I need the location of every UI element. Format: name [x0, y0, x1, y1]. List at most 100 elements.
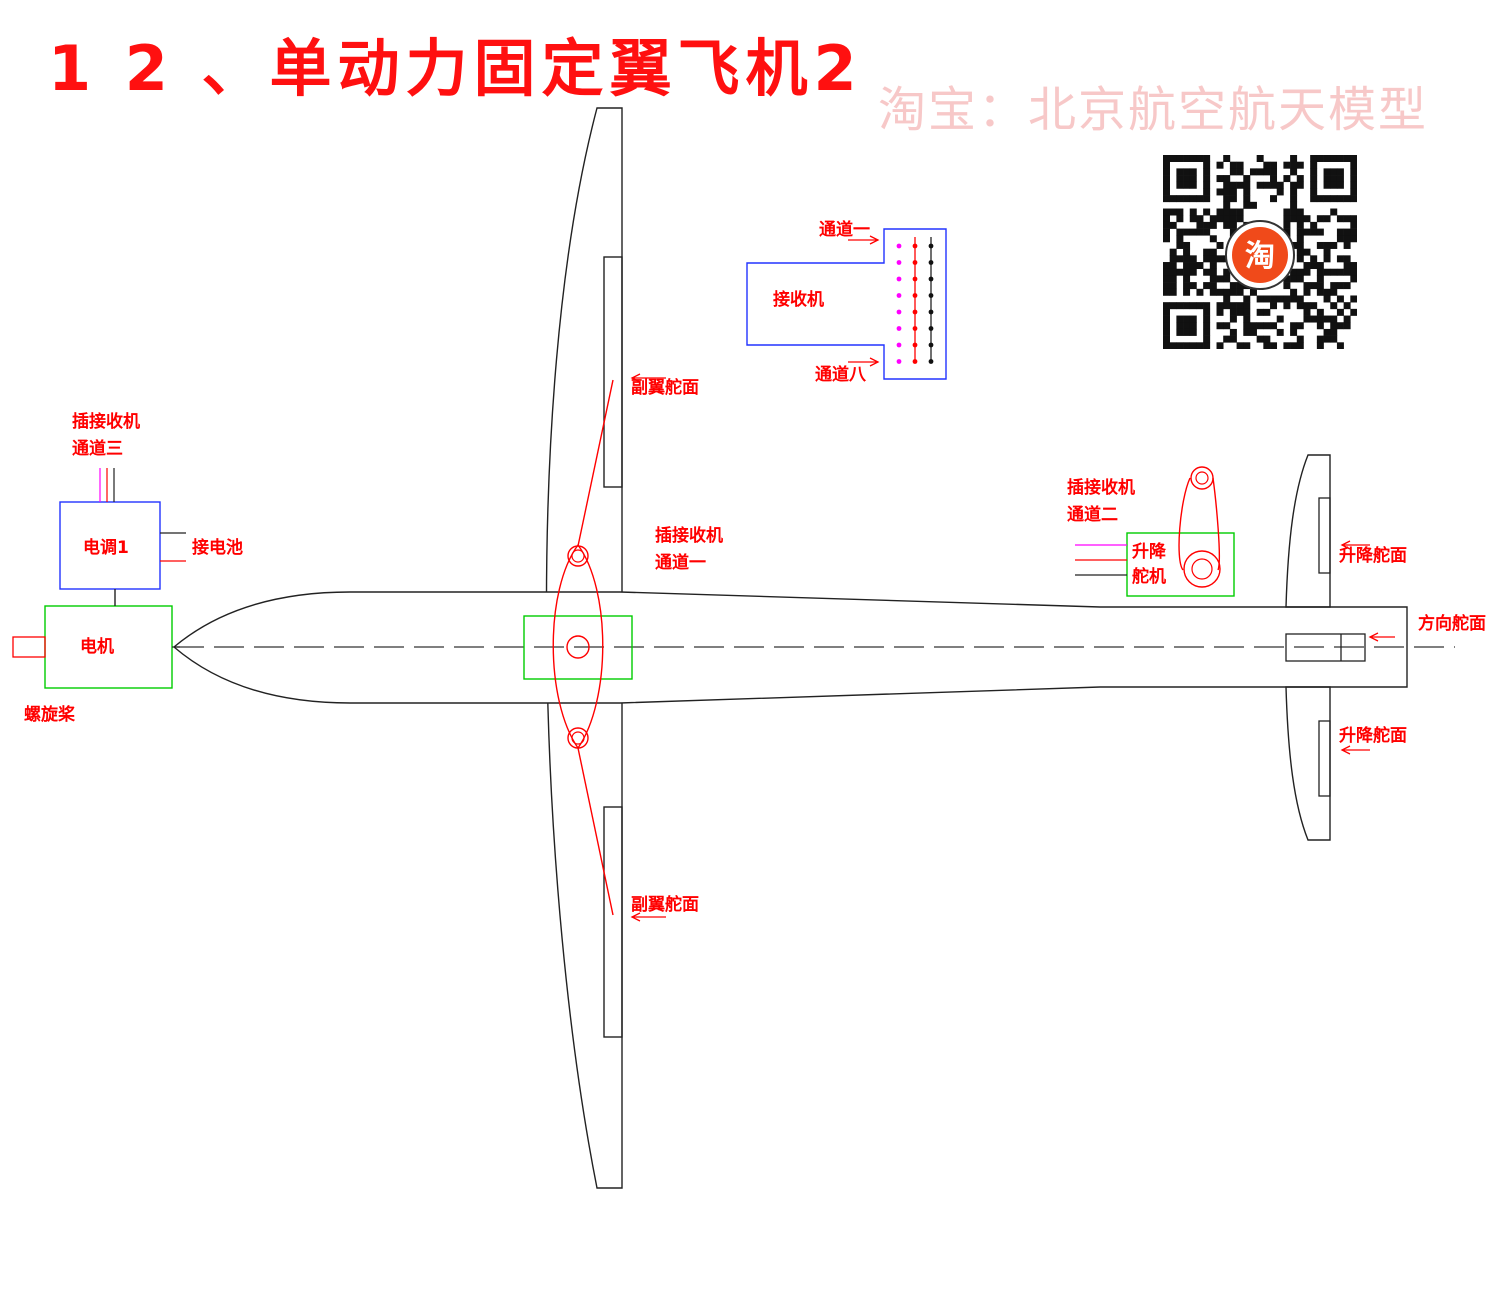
qr-module — [1316, 282, 1324, 290]
qr-module — [1270, 168, 1278, 176]
qr-module — [1290, 342, 1298, 349]
qr-module — [1270, 302, 1278, 310]
qr-module — [1290, 322, 1298, 330]
qr-module — [1176, 208, 1184, 216]
qr-module — [1176, 328, 1184, 336]
qr-module — [1270, 342, 1278, 349]
qr-module — [1243, 315, 1251, 323]
qr-module — [1303, 315, 1311, 323]
qr-module — [1229, 208, 1237, 216]
qr-module — [1216, 241, 1224, 249]
qr-module — [1209, 288, 1217, 296]
aileron-servo-box — [523, 615, 633, 680]
qr-module — [1283, 282, 1291, 290]
qr-module — [1330, 282, 1338, 290]
qr-module — [1209, 248, 1217, 256]
receiver-pin — [896, 342, 902, 348]
elevator-servo-label-line1: 升降 — [1132, 542, 1166, 562]
qr-module — [1216, 188, 1224, 196]
qr-module — [1203, 228, 1211, 236]
qr-module — [1350, 235, 1357, 243]
qr-module — [1176, 268, 1184, 276]
qr-module — [1189, 228, 1197, 236]
qr-module — [1316, 228, 1324, 236]
qr-module — [1163, 275, 1170, 283]
qr-module — [1189, 168, 1197, 176]
qr-module — [1270, 161, 1278, 169]
elevator-servo-arm — [1178, 477, 1221, 571]
qr-module — [1323, 248, 1331, 256]
qr-module — [1243, 195, 1251, 203]
qr-module — [1183, 315, 1191, 323]
qr-module — [1316, 155, 1324, 162]
receiver-pin — [896, 309, 902, 315]
qr-module — [1350, 155, 1357, 162]
propeller-shaft — [12, 636, 46, 658]
receiver-label: 接收机 — [773, 290, 824, 310]
qr-module — [1176, 241, 1184, 249]
qr-module — [1216, 208, 1224, 216]
qr-module — [1183, 262, 1191, 270]
qr-module — [1236, 181, 1244, 189]
qr-module — [1196, 288, 1204, 296]
qr-module — [1330, 288, 1338, 296]
qr-module — [1229, 308, 1237, 316]
qr-module — [1163, 288, 1170, 296]
qr-module — [1223, 208, 1231, 216]
receiver-pin — [896, 359, 902, 364]
qr-module — [1209, 282, 1217, 290]
qr-module — [1316, 335, 1324, 343]
aileron-servo-label-line1: 插接收机 — [655, 526, 723, 546]
qr-module — [1163, 188, 1170, 196]
qr-module — [1350, 262, 1357, 270]
qr-module — [1169, 275, 1177, 283]
qr-module — [1270, 295, 1278, 303]
qr-module — [1296, 215, 1304, 223]
qr-module — [1343, 268, 1351, 276]
qr-module — [1236, 288, 1244, 296]
elevator-arm-pivot-inner — [1195, 471, 1209, 485]
qr-module — [1203, 155, 1211, 162]
qr-module — [1316, 288, 1324, 296]
receiver-pin — [896, 276, 902, 282]
qr-module — [1296, 228, 1304, 236]
qr-module — [1303, 228, 1311, 236]
qr-module — [1163, 181, 1170, 189]
qr-module — [1169, 155, 1177, 162]
qr-module — [1263, 168, 1271, 176]
taobao-logo-fill — [1232, 227, 1288, 283]
qr-module — [1169, 262, 1177, 270]
qr-module — [1183, 241, 1191, 249]
qr-module — [1350, 228, 1357, 236]
qr-module — [1196, 302, 1204, 310]
qr-module — [1350, 275, 1357, 283]
qr-module — [1189, 328, 1197, 336]
qr-module — [1323, 168, 1331, 176]
qr-module — [1229, 228, 1237, 236]
esc-plug-label-line2: 通道三 — [72, 439, 123, 459]
qr-module — [1350, 161, 1357, 169]
qr-module — [1223, 181, 1231, 189]
receiver-pins — [896, 237, 934, 364]
qr-module — [1310, 302, 1318, 310]
qr-module — [1290, 168, 1298, 176]
qr-module — [1236, 208, 1244, 216]
qr-module — [1350, 215, 1357, 223]
qr-module — [1290, 201, 1298, 209]
qr-module — [1196, 215, 1204, 223]
qr-module — [1243, 322, 1251, 330]
qr-module — [1283, 175, 1291, 183]
qr-module — [1243, 188, 1251, 196]
qr-module — [1163, 235, 1170, 243]
qr-module — [1316, 342, 1324, 349]
qr-module — [1223, 215, 1231, 223]
qr-module — [1290, 295, 1298, 303]
qr-module — [1263, 322, 1271, 330]
qr-module — [1229, 315, 1237, 323]
qr-module — [1343, 262, 1351, 270]
qr-module — [1183, 275, 1191, 283]
qr-module — [1263, 181, 1271, 189]
qr-module — [1189, 342, 1197, 349]
qr-module — [1183, 155, 1191, 162]
